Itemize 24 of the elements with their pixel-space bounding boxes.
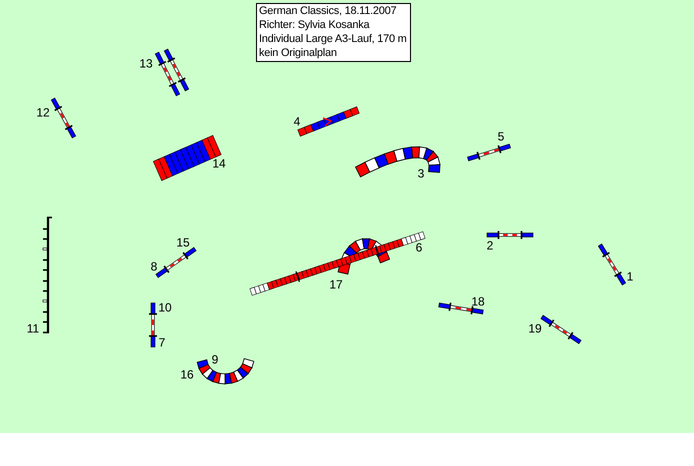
obstacle-number: 9 bbox=[212, 354, 218, 366]
obstacle-number: 6 bbox=[416, 242, 422, 254]
obstacle-number: 2 bbox=[486, 240, 494, 252]
info-text: Individual Large A3-Lauf, 170 m bbox=[259, 32, 407, 46]
obstacle-number: 18 bbox=[471, 296, 485, 308]
obstacle-number: 19 bbox=[528, 322, 542, 336]
obstacle-number: 7 bbox=[158, 336, 166, 350]
obstacle-number: 10 bbox=[158, 302, 172, 314]
info-text: German Classics, 18.11.2007 bbox=[259, 4, 398, 18]
info-text: kein Originalplan bbox=[259, 46, 338, 60]
obstacle-number: 16 bbox=[180, 368, 194, 382]
obstacle-number: 3 bbox=[418, 168, 424, 180]
obstacle-number: 1 bbox=[626, 270, 634, 284]
obstacle-number: 8 bbox=[150, 260, 158, 274]
obstacle-number: 4 bbox=[294, 116, 300, 128]
info-text: Richter: Sylvia Kosanka bbox=[259, 18, 371, 32]
obstacle-number: 15 bbox=[176, 236, 190, 250]
info-box bbox=[256, 3, 411, 62]
obstacle-number: 12 bbox=[36, 106, 50, 120]
obstacle-number: 5 bbox=[498, 130, 504, 144]
obstacle-number: 13 bbox=[139, 58, 153, 70]
obstacle-number: 11 bbox=[26, 322, 40, 336]
obstacle-number: 14 bbox=[212, 158, 226, 170]
obstacle-number: 17 bbox=[329, 278, 343, 292]
